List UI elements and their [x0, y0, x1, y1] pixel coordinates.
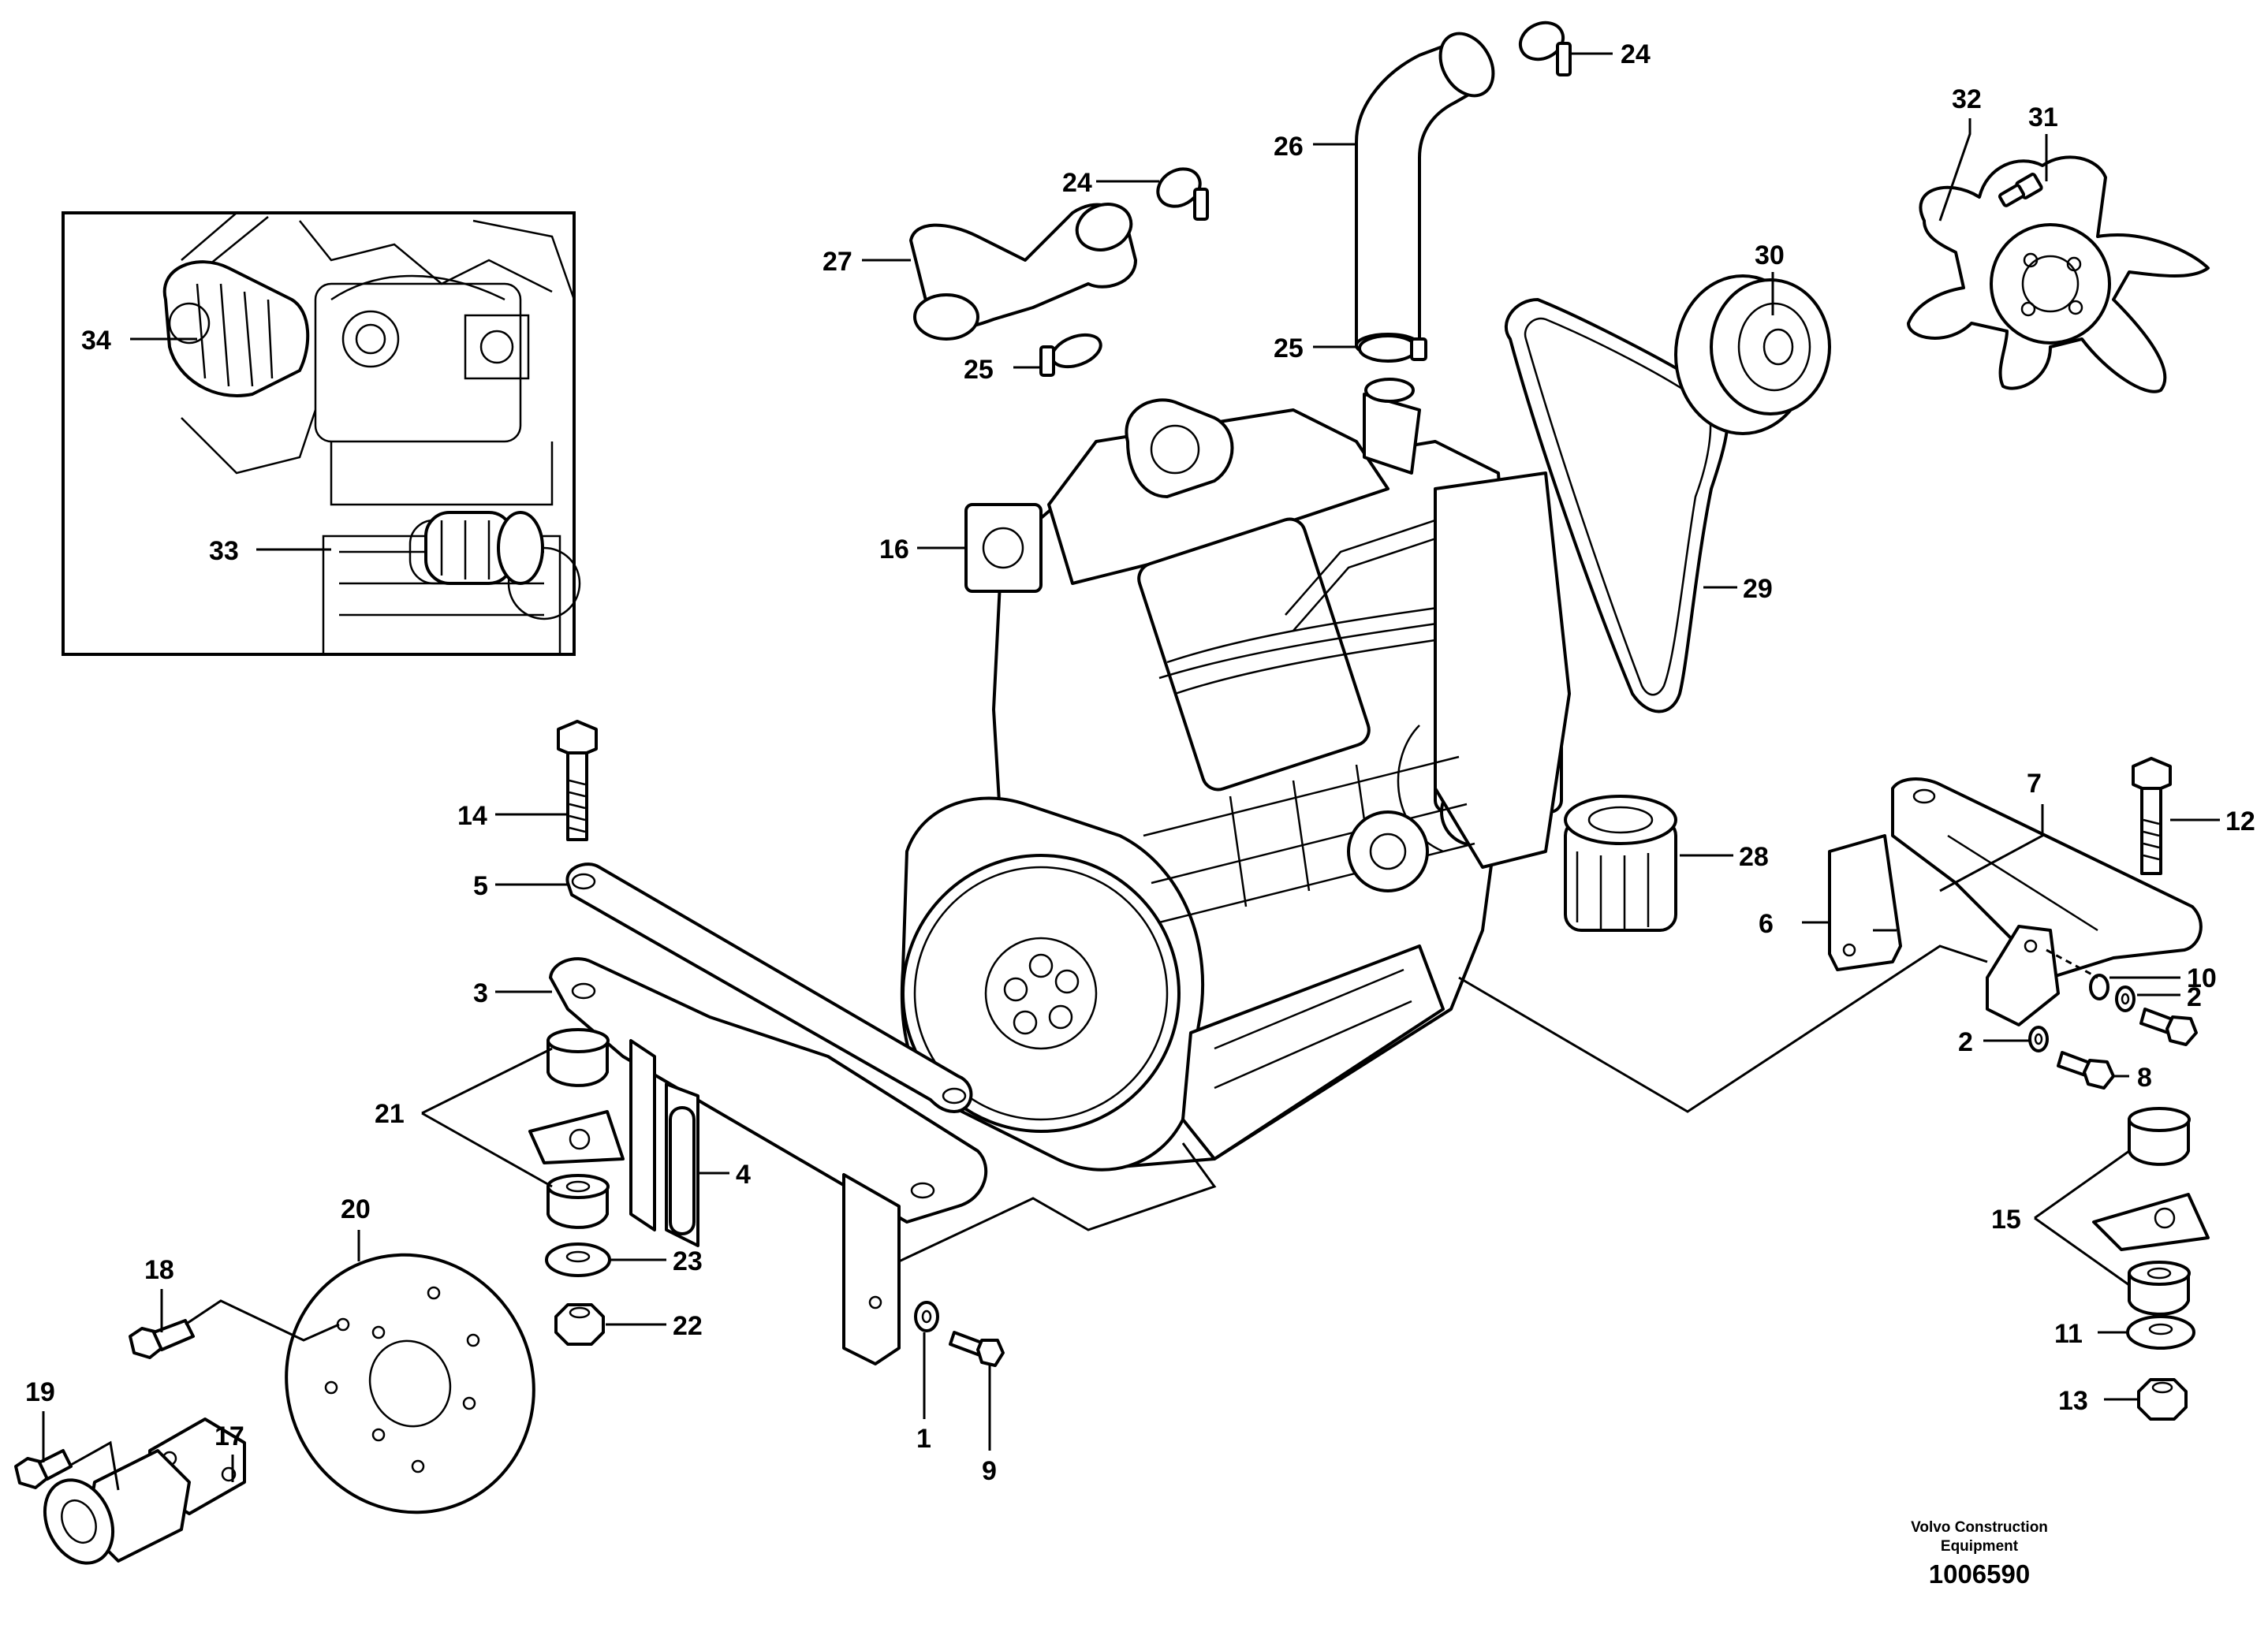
callout-34: 34 — [81, 326, 111, 356]
bracket-3 — [549, 957, 988, 1365]
callout-2-a: 2 — [2187, 982, 2202, 1012]
fan-bolt — [1998, 173, 2043, 207]
callout-22: 22 — [673, 1311, 703, 1341]
callout-13: 13 — [2058, 1386, 2088, 1416]
callout-12: 12 — [2225, 807, 2255, 836]
company-line-2: Equipment — [1940, 1538, 2019, 1555]
callout-leaders — [42, 52, 2220, 1482]
company-caption: Volvo Construction Equipment — [1845, 1518, 2113, 1556]
callout-9: 9 — [982, 1456, 997, 1486]
callout-27: 27 — [823, 247, 852, 277]
washer-11 — [2126, 1315, 2195, 1350]
callout-3: 3 — [473, 978, 488, 1008]
reference-lines — [70, 929, 2098, 1491]
callout-26: 26 — [1274, 132, 1304, 162]
callout-6: 6 — [1759, 909, 1774, 939]
drive-plate-20 — [285, 1253, 535, 1514]
bracket-7 — [1891, 777, 2203, 979]
callout-25-b: 25 — [1274, 333, 1304, 363]
callout-25: 25 — [964, 355, 994, 385]
hose-clamp-24-b — [1518, 20, 1572, 76]
callout-18: 18 — [144, 1255, 174, 1285]
callout-1: 1 — [916, 1424, 931, 1454]
bolt-8-b — [2057, 1051, 2115, 1090]
callout-20: 20 — [341, 1194, 371, 1224]
callout-10: 10 — [2187, 963, 2217, 993]
drawing-number: 1006590 — [1928, 1559, 2031, 1589]
fan-pulley — [1674, 274, 1831, 435]
inset-detail-view — [62, 211, 581, 656]
cooling-fan — [1907, 155, 2210, 393]
radiator-hose-27 — [909, 203, 1137, 341]
bolt-9 — [949, 1331, 1005, 1367]
callout-19: 19 — [25, 1377, 55, 1407]
fan-belt — [1505, 298, 1729, 713]
bolt-18 — [129, 1319, 195, 1359]
washer-2-a — [2115, 985, 2136, 1012]
bolt-19 — [14, 1449, 73, 1489]
callout-24: 24 — [1062, 168, 1092, 198]
callout-4: 4 — [736, 1160, 751, 1190]
washer-10 — [2089, 974, 2109, 1000]
callout-labels: 34 33 27 24 25 26 24 25 32 31 30 16 29 2… — [25, 39, 2255, 1486]
callout-17: 17 — [214, 1421, 244, 1451]
callout-15: 15 — [1991, 1205, 2021, 1235]
flywheel — [901, 854, 1181, 1133]
company-line-1: Volvo Construction — [1911, 1519, 2048, 1536]
washer-2-b — [2028, 1026, 2049, 1052]
callout-29: 29 — [1743, 574, 1773, 604]
callout-33: 33 — [209, 536, 239, 566]
bolt-14 — [557, 720, 598, 841]
radiator-hose-26 — [1355, 32, 1495, 358]
universal-joint-17 — [43, 1418, 246, 1565]
callout-7: 7 — [2027, 769, 2042, 799]
callout-2-b: 2 — [1958, 1027, 1973, 1057]
callout-11: 11 — [2054, 1319, 2083, 1349]
washer-23 — [545, 1242, 611, 1277]
engine-assembly — [900, 378, 1677, 1172]
callout-21: 21 — [375, 1099, 405, 1129]
rubber-mount-15 — [2092, 1107, 2210, 1316]
callout-32: 32 — [1952, 84, 1982, 114]
callout-23: 23 — [673, 1246, 703, 1276]
callout-8: 8 — [2137, 1063, 2152, 1093]
callout-31: 31 — [2028, 102, 2058, 132]
oil-filter — [1564, 795, 1677, 932]
hose-clamp-24-a — [1156, 167, 1209, 221]
nut-22 — [554, 1303, 605, 1346]
hose-clamp-25-b — [1358, 334, 1427, 363]
rubber-mount-21 — [528, 1028, 625, 1229]
nut-13 — [2137, 1378, 2188, 1421]
hose-clamp-25-a — [1039, 333, 1102, 377]
callout-14: 14 — [457, 801, 487, 831]
callout-5: 5 — [473, 871, 488, 901]
bracket-4 — [665, 1082, 699, 1247]
bolt-12 — [2132, 757, 2172, 875]
callout-28: 28 — [1739, 842, 1769, 872]
callout-16: 16 — [879, 535, 909, 564]
bracket-6 — [1828, 834, 2060, 1026]
link-rod-5 — [565, 862, 973, 1113]
washer-1 — [914, 1301, 939, 1332]
callout-24-b: 24 — [1621, 39, 1651, 69]
callout-30: 30 — [1755, 240, 1785, 270]
bolt-8-a — [2139, 1008, 2198, 1046]
